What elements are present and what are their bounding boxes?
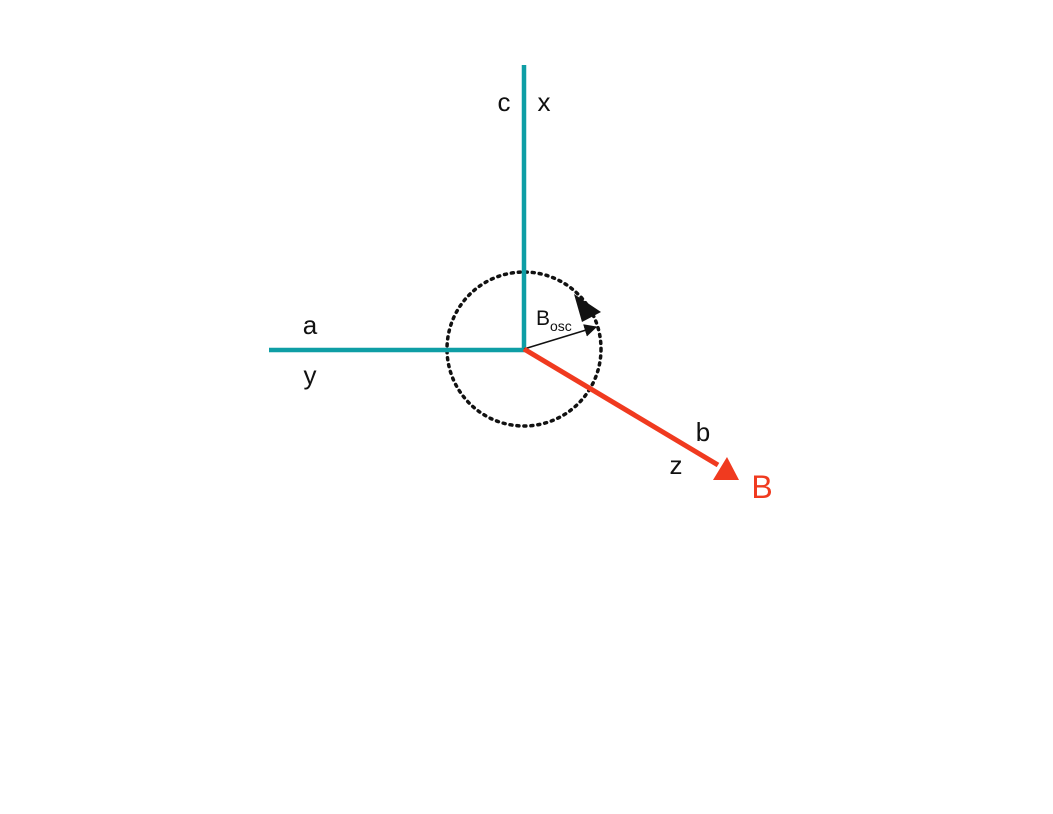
b-field-arrowhead bbox=[713, 457, 739, 480]
label-bosc-sub: osc bbox=[550, 318, 572, 334]
bosc-vector bbox=[523, 324, 598, 350]
b-z-field-line bbox=[522, 346, 720, 468]
label-bosc: Bosc bbox=[536, 307, 572, 334]
label-y: y bbox=[304, 360, 317, 390]
label-field-b: B bbox=[751, 469, 772, 505]
label-z: z bbox=[670, 450, 683, 480]
label-a: a bbox=[303, 310, 318, 340]
label-c: c bbox=[498, 87, 511, 117]
label-bosc-main: B bbox=[536, 307, 550, 330]
label-x: x bbox=[538, 87, 551, 117]
label-b: b bbox=[696, 417, 710, 447]
rotation-arrow-icon bbox=[574, 294, 601, 322]
